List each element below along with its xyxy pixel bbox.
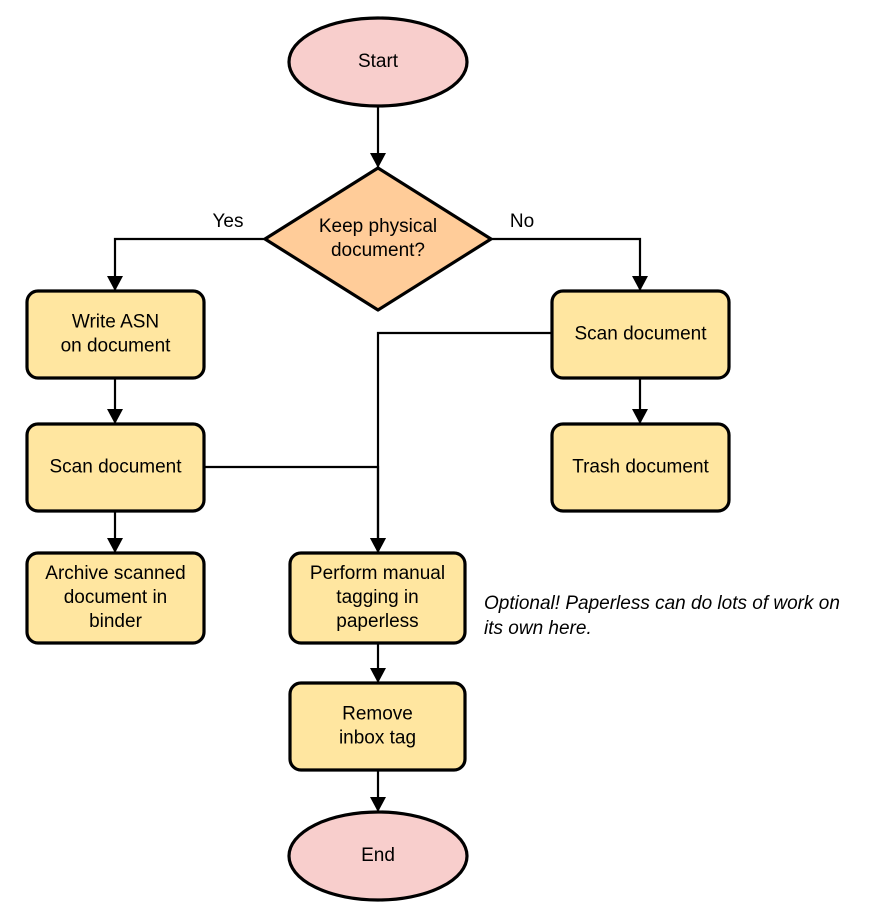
node-remove-inbox-tag[interactable]: Remove inbox tag <box>288 681 467 772</box>
edge-label-yes: Yes <box>213 211 244 232</box>
node-label: Start <box>358 51 399 72</box>
edge-line <box>113 237 265 291</box>
node-write-asn[interactable]: Write ASN on document <box>25 289 206 380</box>
edge-arrowhead <box>370 538 386 553</box>
edge-arrowhead <box>370 797 386 812</box>
edge-line <box>376 331 552 553</box>
node-archive-scanned[interactable]: Archive scanned document in binder <box>25 551 206 645</box>
edge-label-no: No <box>510 211 534 232</box>
node-label: Scan document <box>49 457 182 478</box>
edge-scan-left-to-tagging <box>204 465 386 553</box>
annotation-optional-note: Optional! Paperless can do lots of work … <box>484 593 840 639</box>
edge-arrowhead <box>632 276 648 291</box>
node-label: binder <box>89 611 142 632</box>
node-scan-document-right[interactable]: Scan document <box>550 289 731 380</box>
node-shape-rounded-rect <box>550 422 731 513</box>
node-shape-ellipse <box>287 810 469 902</box>
node-label: paperless <box>336 611 418 632</box>
edge-arrowhead <box>370 153 386 168</box>
edge-decision-yes: Yes <box>107 211 265 291</box>
edge-arrowhead <box>632 409 648 424</box>
node-shape-rounded-rect <box>25 289 206 380</box>
node-label: document? <box>331 240 425 261</box>
annotation-line: its own here. <box>484 618 592 639</box>
annotations-layer: Optional! Paperless can do lots of work … <box>484 593 840 639</box>
edge-line <box>491 237 642 291</box>
edge-line <box>204 465 380 553</box>
node-label: Remove <box>342 704 413 725</box>
edge-arrowhead <box>107 276 123 291</box>
node-label: inbox tag <box>339 728 416 749</box>
edge-write-asn-to-scan <box>107 378 123 424</box>
node-scan-document-left[interactable]: Scan document <box>25 422 206 513</box>
edge-arrowhead <box>107 409 123 424</box>
annotation-line: Optional! Paperless can do lots of work … <box>484 593 840 614</box>
edge-remove-inbox-to-end <box>370 770 386 812</box>
node-keep-physical[interactable]: Keep physical document? <box>263 166 493 312</box>
node-label: on document <box>61 336 172 357</box>
node-shape-rounded-rect <box>25 422 206 513</box>
node-label: Keep physical <box>319 216 437 237</box>
node-label: tagging in <box>336 587 418 608</box>
node-shape-rounded-rect <box>25 551 206 645</box>
node-shape-ellipse <box>287 16 469 108</box>
edge-arrowhead <box>370 668 386 683</box>
node-manual-tagging[interactable]: Perform manual tagging in paperless <box>288 551 467 645</box>
edges-layer: Yes No <box>107 106 648 812</box>
node-label: Write ASN <box>72 312 159 333</box>
node-label: Scan document <box>574 324 707 345</box>
edge-start-to-decision <box>370 106 386 168</box>
node-shape-rounded-rect <box>550 289 731 380</box>
node-end[interactable]: End <box>287 810 469 902</box>
node-label: Trash document <box>572 457 709 478</box>
node-shape-rounded-rect <box>288 681 467 772</box>
node-shape-rounded-rect <box>288 551 467 645</box>
edge-scan-right-to-tagging <box>370 331 552 553</box>
node-start[interactable]: Start <box>287 16 469 108</box>
edge-tagging-to-remove-inbox <box>370 643 386 683</box>
edge-scan-left-to-archive <box>107 511 123 553</box>
edge-scan-right-to-trash <box>632 378 648 424</box>
node-label: Archive scanned <box>45 563 185 584</box>
edge-arrowhead <box>107 538 123 553</box>
node-trash-document[interactable]: Trash document <box>550 422 731 513</box>
node-label: document in <box>64 587 168 608</box>
edge-decision-no: No <box>491 211 648 291</box>
node-label: End <box>361 845 395 866</box>
node-shape-diamond <box>263 166 493 312</box>
node-label: Perform manual <box>310 563 445 584</box>
